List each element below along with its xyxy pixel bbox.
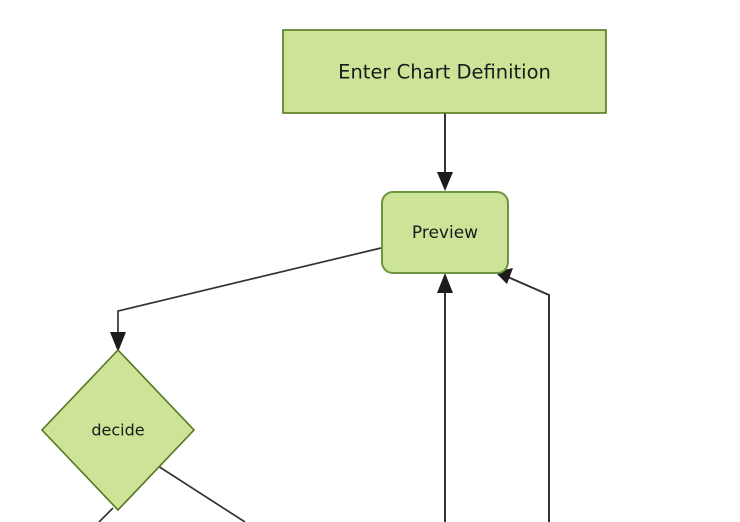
edge-line xyxy=(157,465,246,522)
arrowhead-icon xyxy=(437,273,453,293)
node-rounded-rect xyxy=(381,191,509,274)
edge-preview-to-decide[interactable] xyxy=(110,247,382,352)
edge-return-center-to-preview[interactable] xyxy=(437,273,453,522)
edge-decide-to-below-left[interactable] xyxy=(98,507,114,522)
arrowhead-icon xyxy=(110,332,126,352)
edge-decide-to-below-right[interactable] xyxy=(157,465,246,522)
edge-line xyxy=(98,507,114,522)
edge-return-right-to-preview[interactable] xyxy=(495,268,550,522)
node-preview[interactable]: Preview xyxy=(381,191,509,274)
edge-line xyxy=(117,247,382,335)
edge-enter-to-preview[interactable] xyxy=(437,113,453,191)
node-label: decide xyxy=(91,421,144,440)
arrowhead-icon xyxy=(437,172,453,191)
node-label: Preview xyxy=(412,223,478,243)
edge-line xyxy=(507,276,550,522)
node-rect xyxy=(282,29,607,114)
node-label: Enter Chart Definition xyxy=(338,61,551,84)
node-diamond xyxy=(40,348,196,512)
node-decide[interactable]: decide xyxy=(40,348,196,512)
node-enter-chart-definition[interactable]: Enter Chart Definition xyxy=(282,29,607,114)
